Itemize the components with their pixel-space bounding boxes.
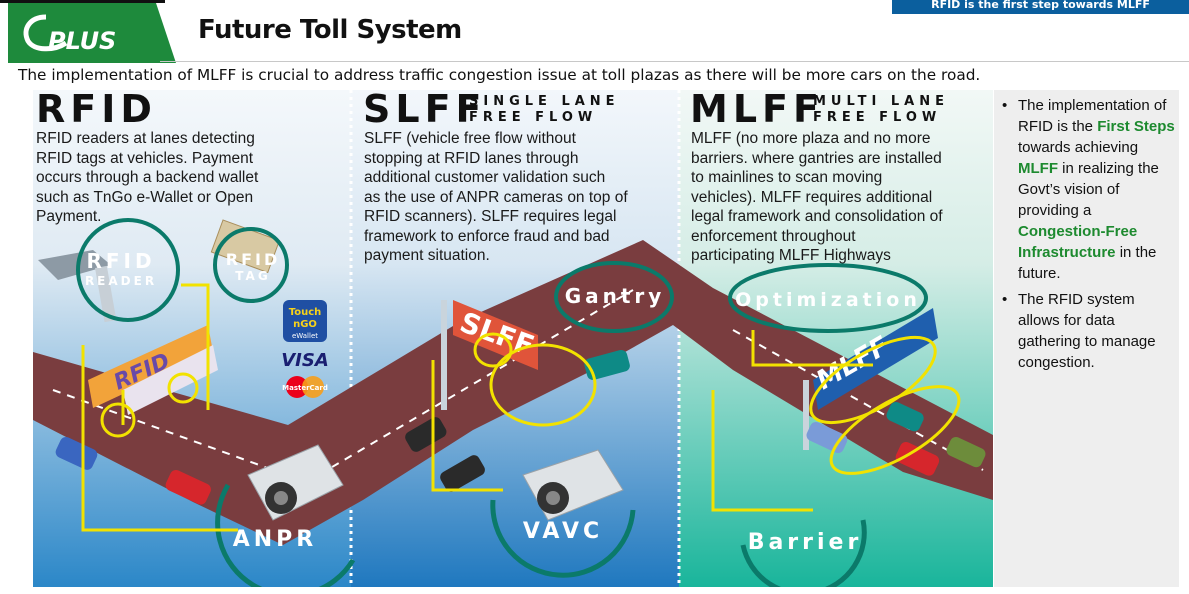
toll-system-infographic: RFID SLFF MLFF [33, 90, 993, 587]
tng-text-1: Touch [289, 307, 322, 318]
mastercard-logo [286, 376, 308, 398]
optimization-label: Optimization [735, 289, 921, 311]
vavc-circle [490, 499, 636, 578]
mlff-desc-line: enforcement throughout [691, 228, 856, 245]
slff-desc-line: framework to enforce fraud and bad [364, 228, 610, 245]
gantry-circle [554, 261, 674, 333]
note-text: in realizing the Govt’s vision of provid… [1018, 160, 1159, 219]
tng-text-2: nGO [293, 319, 317, 330]
rfid-reader-label-1: RFID [86, 249, 155, 273]
mlff-desc-line: participating MLFF Highways [691, 247, 891, 264]
rfid-reader-device [38, 250, 117, 323]
note-highlight: Congestion-Free Infrastructure [1018, 223, 1138, 261]
visa-logo: VISA [281, 350, 329, 371]
gantry-label: Gantry [565, 284, 666, 308]
top-edge-line [0, 0, 165, 3]
mlff-desc-line: barriers. where gantries are installed [691, 150, 942, 167]
mlff-subheading-1: MULTI LANE [813, 94, 949, 109]
side-note-item: The implementation of RFID is the First … [994, 95, 1179, 284]
plus-logo: PLUS [8, 3, 176, 63]
tng-text-3: eWallet [292, 332, 318, 340]
mastercard-text: MasterCard [282, 384, 328, 392]
note-highlight: MLFF [1018, 160, 1058, 177]
rfid-reader-circle [76, 218, 180, 322]
slff-desc-line: payment situation. [364, 247, 490, 264]
rfid-desc-line: RFID readers at lanes detecting [36, 130, 255, 147]
lane-marking [292, 289, 634, 491]
logo-text: PLUS [48, 27, 116, 55]
annotation-lines [81, 283, 961, 532]
lane-marking [732, 329, 984, 471]
note-text: The implementation of RFID is the [1018, 97, 1167, 135]
barrier-label: Barrier [748, 530, 863, 555]
slff-desc-line: additional customer validation such [364, 169, 605, 186]
mlff-desc-line: vehicles). MLFF requires additional [691, 189, 932, 206]
rfid-reader-label-2: READER [85, 274, 157, 288]
slff-desc-line: RFID scanners). SLFF requires legal [364, 208, 616, 225]
mastercard-logo [302, 376, 324, 398]
mlff-desc-line: to mainlines to scan moving [691, 169, 882, 186]
side-notes-panel: The implementation of RFID is the First … [994, 90, 1179, 587]
title-divider [160, 61, 1189, 62]
mlff-description: MLFF (no more plaza and no more barriers… [691, 130, 943, 264]
lane-marking [52, 389, 274, 471]
rfid-tag-circle [213, 227, 289, 303]
barrier-circle [740, 519, 867, 587]
note-text: The RFID system allows for data gatherin… [1018, 291, 1156, 371]
slff-subheading-2: FREE FLOW [469, 110, 597, 125]
anpr-circle [215, 483, 356, 587]
slff-desc-line: SLFF (vehicle free flow without [364, 130, 577, 147]
slff-desc-line: as the use of ANPR cameras on top of [364, 189, 628, 206]
page-subtitle: The implementation of MLFF is crucial to… [18, 66, 981, 84]
mlff-desc-line: legal framework and consolidation of [691, 208, 943, 225]
rfid-tag-label-2: TAG [235, 269, 270, 283]
rfid-desc-line: occurs through a backend wallet [36, 169, 259, 186]
slff-heading: SLFF [363, 90, 487, 131]
top-banner: RFID is the first step towards MLFF [892, 0, 1189, 14]
rfid-desc-line: such as TnGo e-Wallet or Open [36, 189, 253, 206]
mlff-heading: MLFF [690, 90, 824, 131]
side-note-item: The RFID system allows for data gatherin… [994, 289, 1179, 373]
rfid-desc-line: RFID tags at vehicles. Payment [36, 150, 254, 167]
page-title: Future Toll System [198, 15, 462, 45]
cars [55, 349, 986, 505]
rfid-desc-line: Payment. [36, 208, 101, 225]
mlff-subheading-2: FREE FLOW [813, 110, 941, 125]
rfid-heading: RFID [36, 90, 157, 131]
rfid-description: RFID readers at lanes detecting RFID tag… [36, 130, 259, 225]
anpr-camera [247, 444, 344, 521]
rfid-tag-label-1: RFID [226, 250, 280, 269]
side-notes-list: The implementation of RFID is the First … [994, 95, 1179, 373]
note-text: in the future. [1018, 244, 1157, 282]
vavc-label: VAVC [523, 519, 603, 544]
slff-description: SLFF (vehicle free flow without stopping… [364, 130, 628, 264]
slff-desc-line: stopping at RFID lanes through [364, 150, 579, 167]
touch-n-go-badge [283, 300, 327, 342]
mlff-desc-line: MLFF (no more plaza and no more [691, 130, 931, 147]
anpr-label: ANPR [233, 527, 318, 552]
slff-subheading-1: SINGLE LANE [469, 94, 620, 109]
note-text: towards achieving [1018, 139, 1139, 156]
optimization-circle [728, 263, 928, 333]
vavc-camera [522, 449, 624, 521]
note-highlight: First Steps [1097, 118, 1175, 135]
